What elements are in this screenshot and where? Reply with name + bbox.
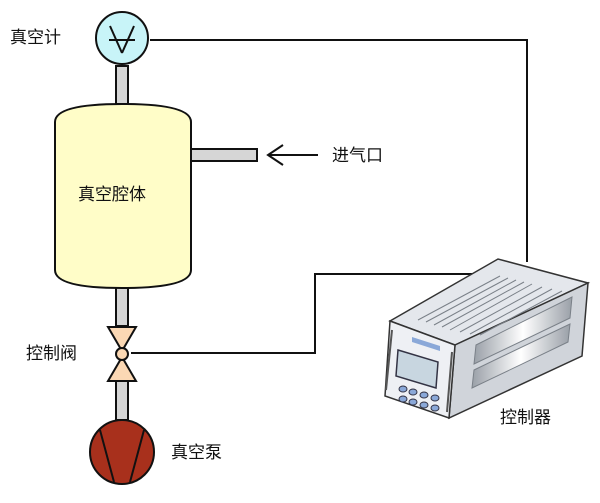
vacuum-chamber bbox=[54, 102, 192, 290]
signal-wires bbox=[131, 39, 528, 354]
vacuum-pump-label: 真空泵 bbox=[171, 443, 222, 463]
controller-unit bbox=[384, 258, 591, 420]
valve-signal-wire bbox=[131, 273, 490, 354]
valve-upper-pipe bbox=[115, 285, 129, 327]
vacuum-gauge bbox=[95, 11, 149, 65]
vacuum-gauge-label: 真空计 bbox=[10, 28, 61, 48]
inlet-pipe bbox=[190, 148, 258, 162]
vacuum-pump-icon bbox=[89, 419, 155, 485]
controller-buttons bbox=[398, 385, 440, 412]
gauge-pipe bbox=[115, 65, 129, 105]
arrow-left-icon bbox=[266, 144, 318, 166]
butterfly-valve-icon bbox=[106, 326, 138, 382]
control-valve-label: 控制阀 bbox=[26, 344, 77, 364]
inlet-label: 进气口 bbox=[332, 146, 383, 166]
vacuum-chamber-body bbox=[54, 102, 192, 290]
gauge-signal-wire bbox=[150, 39, 528, 262]
vacuum-gauge-icon bbox=[95, 11, 149, 65]
vacuum-chamber-label: 真空腔体 bbox=[78, 185, 146, 205]
valve-lower-pipe bbox=[115, 379, 129, 421]
controller-label: 控制器 bbox=[500, 408, 551, 428]
controller-grille bbox=[417, 275, 563, 336]
controller-screen bbox=[395, 349, 439, 389]
